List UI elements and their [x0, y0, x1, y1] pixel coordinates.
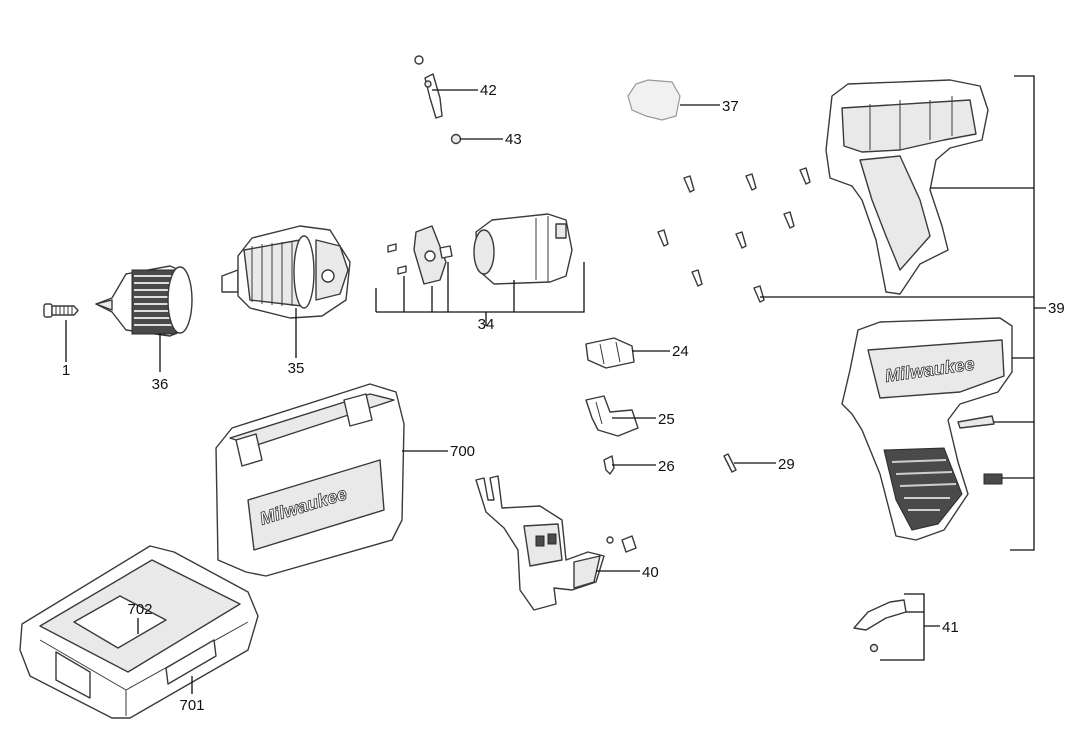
bracket-34 — [375, 262, 585, 326]
part-37-label-plate — [627, 79, 681, 121]
label-24: 24 — [672, 343, 689, 360]
label-43: 43 — [505, 131, 522, 148]
label-39: 39 — [1048, 300, 1065, 317]
label-701: 701 — [179, 697, 204, 714]
part-39-small-pieces — [957, 415, 1003, 485]
label-42: 42 — [480, 82, 497, 99]
part-26-spring — [603, 455, 615, 475]
housing-screws — [657, 167, 811, 303]
part-34-motor-assembly — [387, 213, 573, 285]
part-39-housing-right: Milwaukee — [841, 317, 1013, 541]
part-40-switch-assembly — [475, 475, 637, 611]
label-702: 702 — [127, 601, 152, 618]
label-700: 700 — [450, 443, 475, 460]
label-1: 1 — [62, 362, 70, 379]
part-42-43-small-parts — [414, 55, 462, 145]
part-41-lever — [853, 599, 907, 653]
label-37: 37 — [722, 98, 739, 115]
part-700-carry-case: Milwaukee — [215, 383, 405, 577]
bracket-41 — [880, 593, 940, 661]
part-36-chuck — [95, 265, 193, 337]
label-29: 29 — [778, 456, 795, 473]
bracket-39 — [760, 75, 1046, 551]
part-701-case-base — [19, 545, 259, 719]
part-24-clip — [585, 337, 635, 369]
label-34: 34 — [478, 316, 495, 333]
label-40: 40 — [642, 564, 659, 581]
part-39-housing-left — [825, 79, 989, 295]
part-25-bracket — [585, 395, 639, 437]
part-1-screw — [43, 303, 79, 318]
label-25: 25 — [658, 411, 675, 428]
part-29-pin — [723, 453, 737, 473]
label-35: 35 — [288, 360, 305, 377]
label-41: 41 — [942, 619, 959, 636]
label-36: 36 — [152, 376, 169, 393]
part-35-gearbox — [221, 225, 351, 319]
label-26: 26 — [658, 458, 675, 475]
